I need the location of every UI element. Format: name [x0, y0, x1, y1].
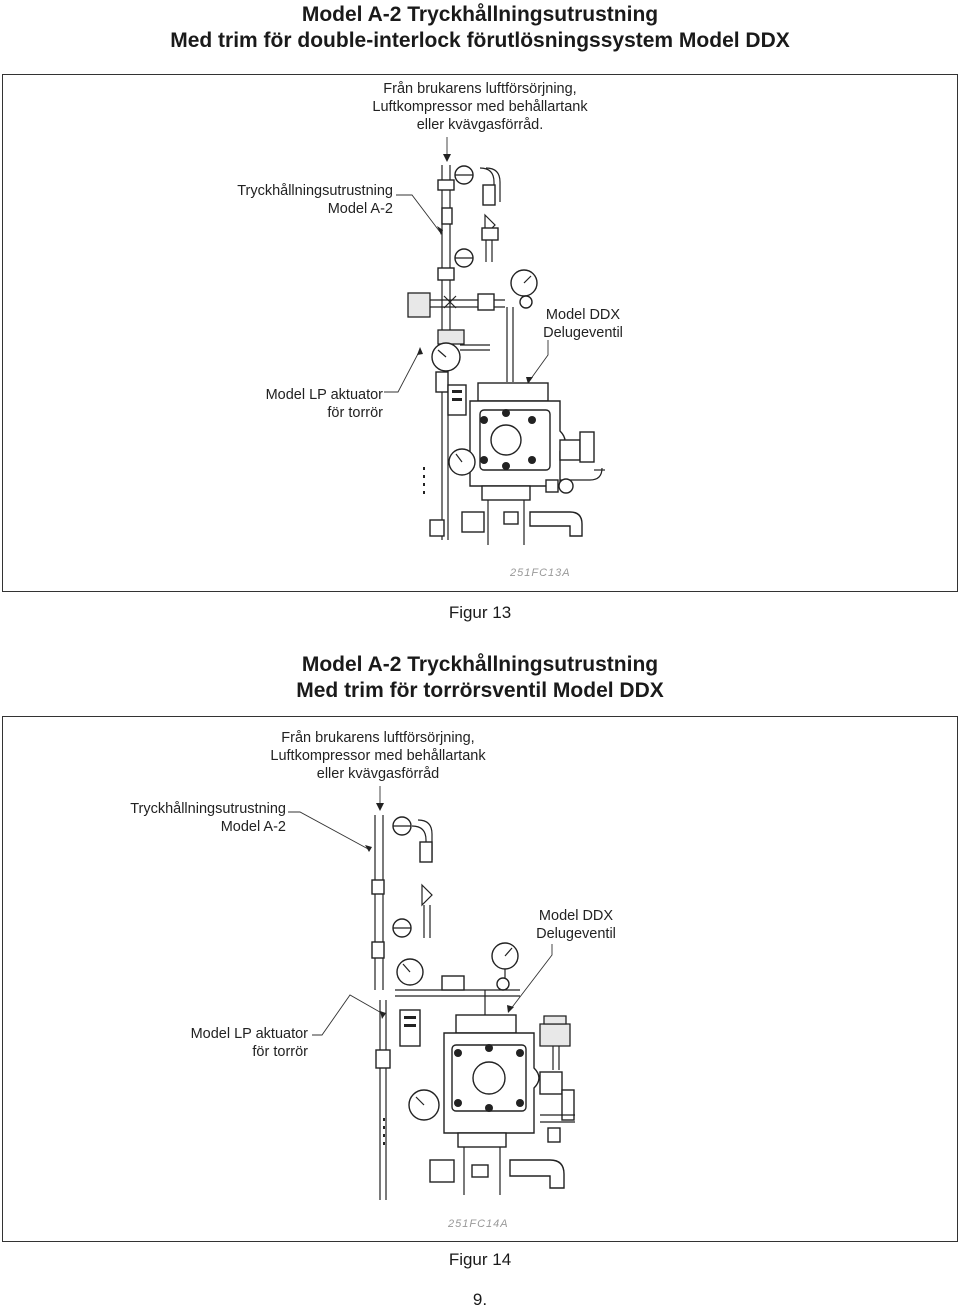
- section2-title-line2: Med trim för torrörsventil Model DDX: [296, 679, 664, 702]
- section1-lp-line2: för torrör: [327, 405, 383, 421]
- section1-a2-line2: Model A-2: [327, 201, 393, 217]
- section1-title-line2: Med trim för double-interlock förutlösni…: [170, 29, 790, 52]
- section2-title-line1: Model A-2 Tryckhållningsutrustning: [301, 653, 659, 676]
- section2-drawing-code: 251FC14A: [448, 1218, 509, 1230]
- section1-drawing-code: 251FC13A: [510, 567, 571, 579]
- figure-14-caption: Figur 14: [448, 1250, 512, 1269]
- section1-a2-line1: Tryckhållningsutrustning: [237, 183, 393, 199]
- section2-source-line2: Luftkompressor med behållartank: [270, 748, 486, 764]
- section1-title-line1: Model A-2 Tryckhållningsutrustning: [301, 3, 659, 26]
- section2-lp-line1: Model LP aktuator: [190, 1026, 308, 1042]
- figure-13-frame: [2, 74, 958, 592]
- section2-ddx-line2: Delugeventil: [536, 926, 616, 942]
- section1-ddx-line2: Delugeventil: [543, 325, 623, 341]
- figure-13-caption: Figur 13: [448, 603, 512, 622]
- section1-source-line3: eller kvävgasförråd.: [416, 117, 544, 133]
- section2-source-line3: eller kvävgasförråd: [316, 766, 440, 782]
- section1-lp-line1: Model LP aktuator: [265, 387, 383, 403]
- section2-ddx-line1: Model DDX: [538, 908, 614, 924]
- section1-source-line2: Luftkompressor med behållartank: [372, 99, 588, 115]
- section2-lp-line2: för torrör: [252, 1044, 308, 1060]
- page-number: 9.: [472, 1290, 488, 1309]
- section1-ddx-line1: Model DDX: [545, 307, 621, 323]
- section1-source-line1: Från brukarens luftförsörjning,: [383, 81, 577, 97]
- section2-a2-line2: Model A-2: [220, 819, 286, 835]
- figure-14-frame: [2, 716, 958, 1242]
- section2-source-line1: Från brukarens luftförsörjning,: [281, 730, 475, 746]
- section2-a2-line1: Tryckhållningsutrustning: [130, 801, 286, 817]
